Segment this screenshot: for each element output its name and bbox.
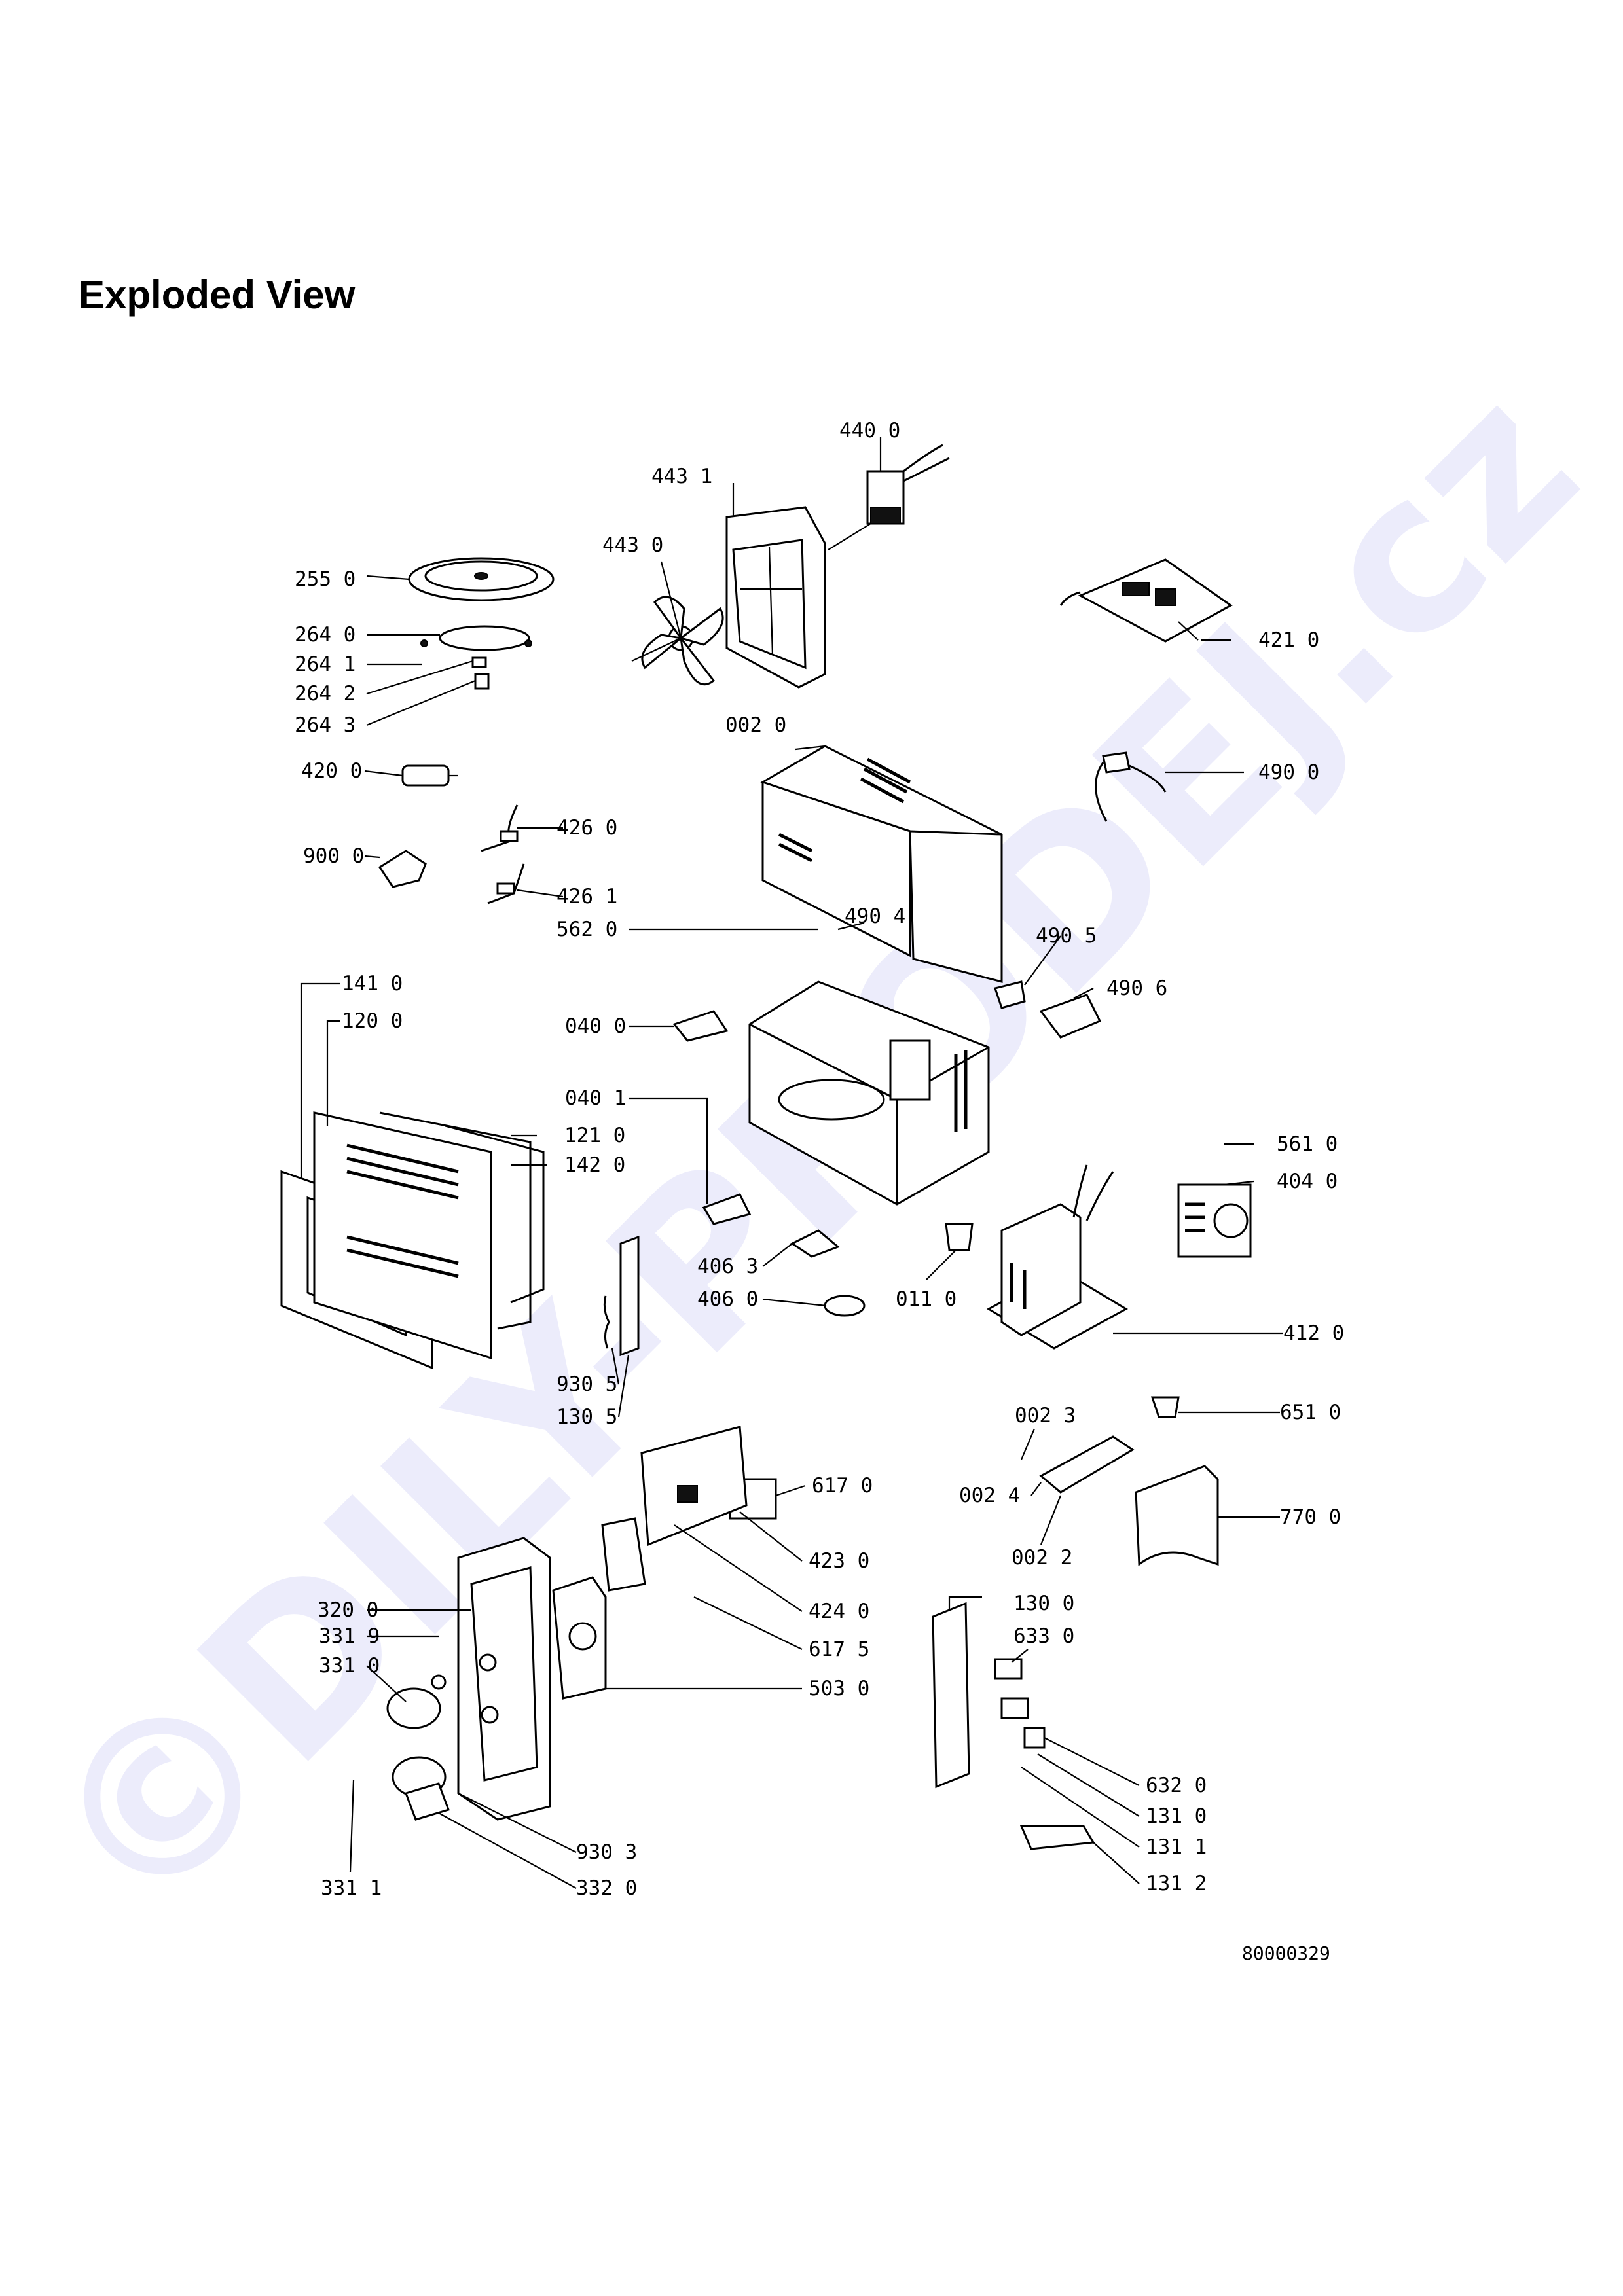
- part-label: 002 0: [725, 713, 786, 737]
- part-label: 443 0: [602, 533, 663, 557]
- noise-filter: [1095, 751, 1167, 822]
- part-label: 130 0: [1013, 1592, 1074, 1615]
- part-label: 121 0: [564, 1124, 625, 1147]
- leader-lines: [301, 437, 1283, 1889]
- door-panel: [313, 1111, 545, 1360]
- part-label: 130 5: [556, 1405, 617, 1429]
- part-label: 562 0: [556, 918, 617, 941]
- foot: [945, 1223, 974, 1251]
- door-lever: [603, 1235, 640, 1357]
- interlock-switch-plate: [601, 1517, 646, 1592]
- part-label: 770 0: [1280, 1505, 1341, 1529]
- control-panel: [457, 1537, 551, 1821]
- part-label: 426 1: [556, 885, 617, 908]
- part-label: 632 0: [1146, 1774, 1207, 1797]
- cooling-fan: [631, 596, 724, 686]
- part-label: 131 0: [1146, 1804, 1207, 1828]
- bottom-plate: [1039, 1435, 1135, 1494]
- part-label: 141 0: [342, 972, 403, 996]
- roller-ring: [420, 625, 532, 651]
- part-label: 332 0: [576, 1876, 637, 1900]
- part-label: 331 9: [319, 1624, 380, 1648]
- cavity-bracket-top: [672, 1010, 729, 1042]
- latch-lever: [1019, 1825, 1095, 1850]
- part-label: 443 1: [651, 465, 712, 488]
- part-label: 002 2: [1012, 1546, 1072, 1570]
- part-label: 490 0: [1258, 761, 1319, 784]
- part-label: 131 2: [1146, 1872, 1207, 1895]
- part-label: 120 0: [342, 1009, 403, 1033]
- oven-lamp: [1150, 1396, 1180, 1418]
- part-label: 412 0: [1283, 1321, 1344, 1345]
- magnetron: [1177, 1183, 1252, 1258]
- air-guide: [1135, 1465, 1219, 1566]
- part-label: 255 0: [295, 567, 356, 591]
- hv-transformer: [986, 1164, 1129, 1350]
- microswitch-secondary: [1000, 1697, 1029, 1719]
- part-label: 420 0: [301, 759, 362, 783]
- part-label: 404 0: [1277, 1170, 1338, 1193]
- part-label: 490 5: [1036, 924, 1097, 948]
- part-label: 002 4: [959, 1484, 1020, 1507]
- part-label: 421 0: [1258, 628, 1319, 652]
- part-label: 320 0: [318, 1598, 378, 1622]
- part-label: 490 6: [1106, 977, 1167, 1000]
- latch-holder: [932, 1602, 970, 1789]
- knob-upper: [386, 1674, 447, 1729]
- part-label: 040 1: [565, 1086, 626, 1110]
- part-label: 490 4: [845, 905, 905, 928]
- page-title: Exploded View: [79, 273, 356, 317]
- part-label: 423 0: [809, 1549, 869, 1573]
- part-label: 424 0: [809, 1600, 869, 1623]
- switch-assembly: [405, 1782, 450, 1821]
- part-label: 617 5: [809, 1638, 869, 1661]
- part-label: 617 0: [812, 1474, 873, 1498]
- part-label: 002 3: [1015, 1404, 1076, 1427]
- part-label: 011 0: [896, 1287, 957, 1311]
- part-label: 900 0: [303, 844, 364, 868]
- hv-diode: [481, 804, 519, 852]
- part-label: 651 0: [1280, 1401, 1341, 1424]
- part-label: 264 0: [295, 623, 356, 647]
- microswitch-monitor: [1023, 1727, 1046, 1749]
- part-label: 440 0: [839, 419, 900, 442]
- part-label: 503 0: [809, 1677, 869, 1700]
- hv-capacitor: [401, 764, 458, 787]
- part-label: 426 0: [556, 816, 617, 840]
- cavity-bracket-bottom: [702, 1193, 752, 1225]
- microswitch-primary: [994, 1658, 1023, 1680]
- drawing-number: 80000329: [1242, 1943, 1330, 1964]
- oven-cavity: [748, 980, 990, 1206]
- protector-diode: [487, 863, 525, 905]
- turntable-motor: [790, 1229, 866, 1317]
- part-label: 331 0: [319, 1654, 380, 1677]
- timer-unit: [552, 1576, 607, 1700]
- part-label: 633 0: [1013, 1624, 1074, 1648]
- turntable-coupler: [471, 656, 490, 690]
- part-label: 142 0: [564, 1153, 625, 1177]
- part-labels: 440 0 443 1 443 0 255 0 264 0 264 1 264 …: [295, 419, 1344, 1900]
- part-label: 331 1: [321, 1876, 382, 1900]
- control-board: [1059, 558, 1233, 643]
- part-label: 264 2: [295, 682, 356, 706]
- cavity-lamp-socket: [994, 980, 1102, 1039]
- part-label: 264 1: [295, 653, 356, 676]
- fan-motor: [828, 444, 950, 550]
- turntable-tray: [408, 557, 555, 601]
- outer-cabinet: [760, 745, 1003, 983]
- mounting-bracket: [378, 850, 427, 888]
- part-label: 930 5: [556, 1372, 617, 1396]
- part-label: 930 3: [576, 1840, 637, 1864]
- part-label: 264 3: [295, 713, 356, 737]
- part-label: 561 0: [1277, 1132, 1338, 1156]
- part-label: 040 0: [565, 1014, 626, 1038]
- interlock-bracket: [640, 1426, 748, 1547]
- part-label: 406 0: [697, 1287, 758, 1311]
- fan-shroud: [725, 506, 826, 689]
- part-label: 406 3: [697, 1255, 758, 1278]
- part-label: 131 1: [1146, 1835, 1207, 1859]
